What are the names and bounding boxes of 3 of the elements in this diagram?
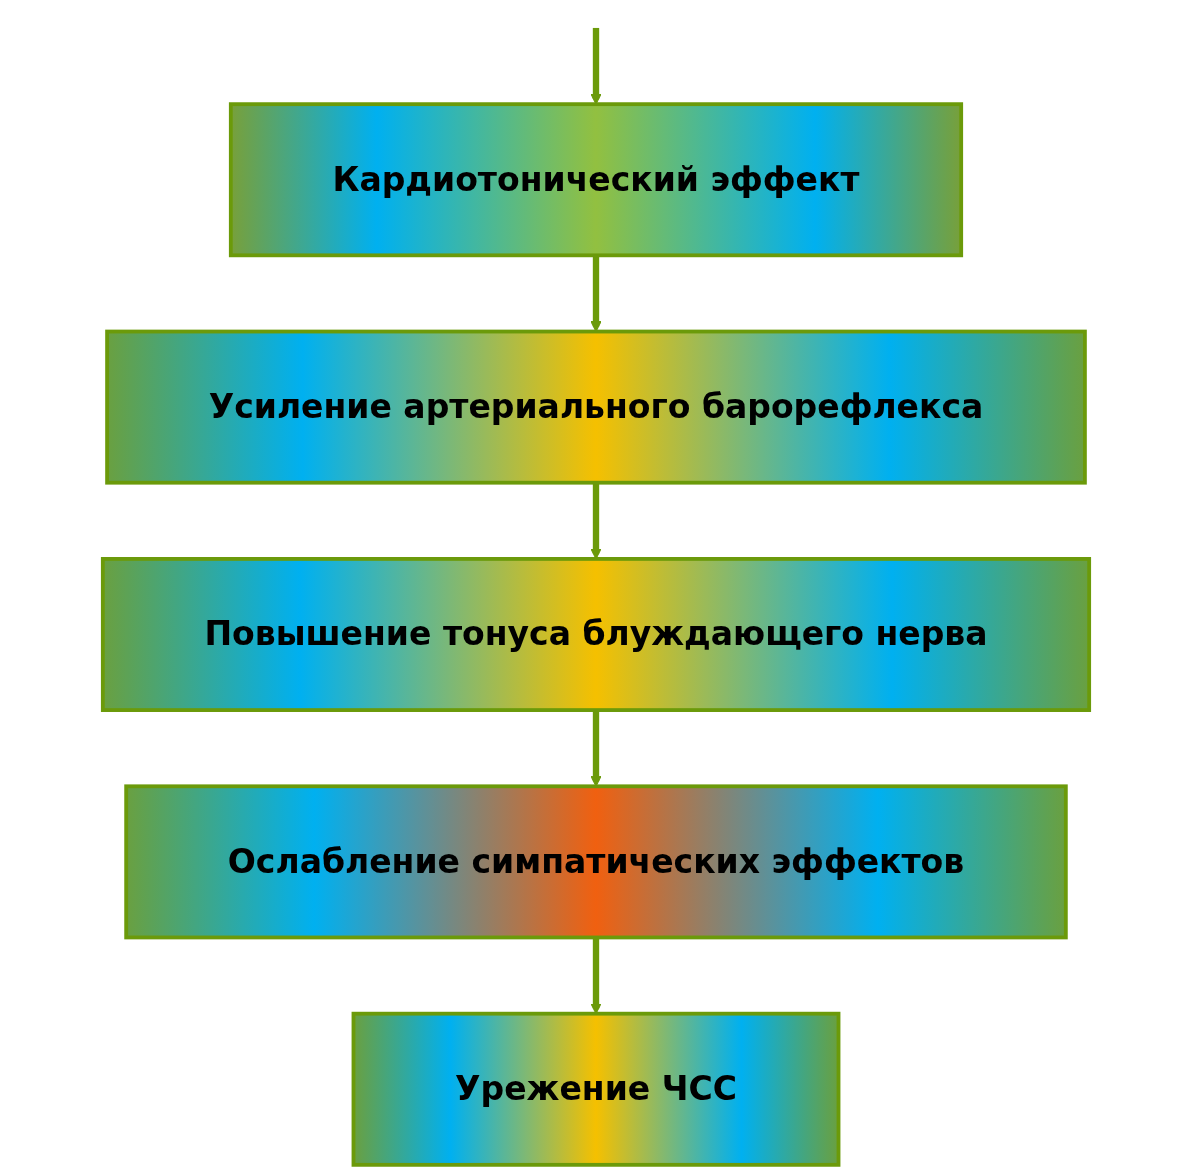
node-box: Ослабление симпатических эффектов	[124, 784, 1068, 940]
arrow	[590, 710, 602, 787]
arrow	[590, 27, 602, 105]
